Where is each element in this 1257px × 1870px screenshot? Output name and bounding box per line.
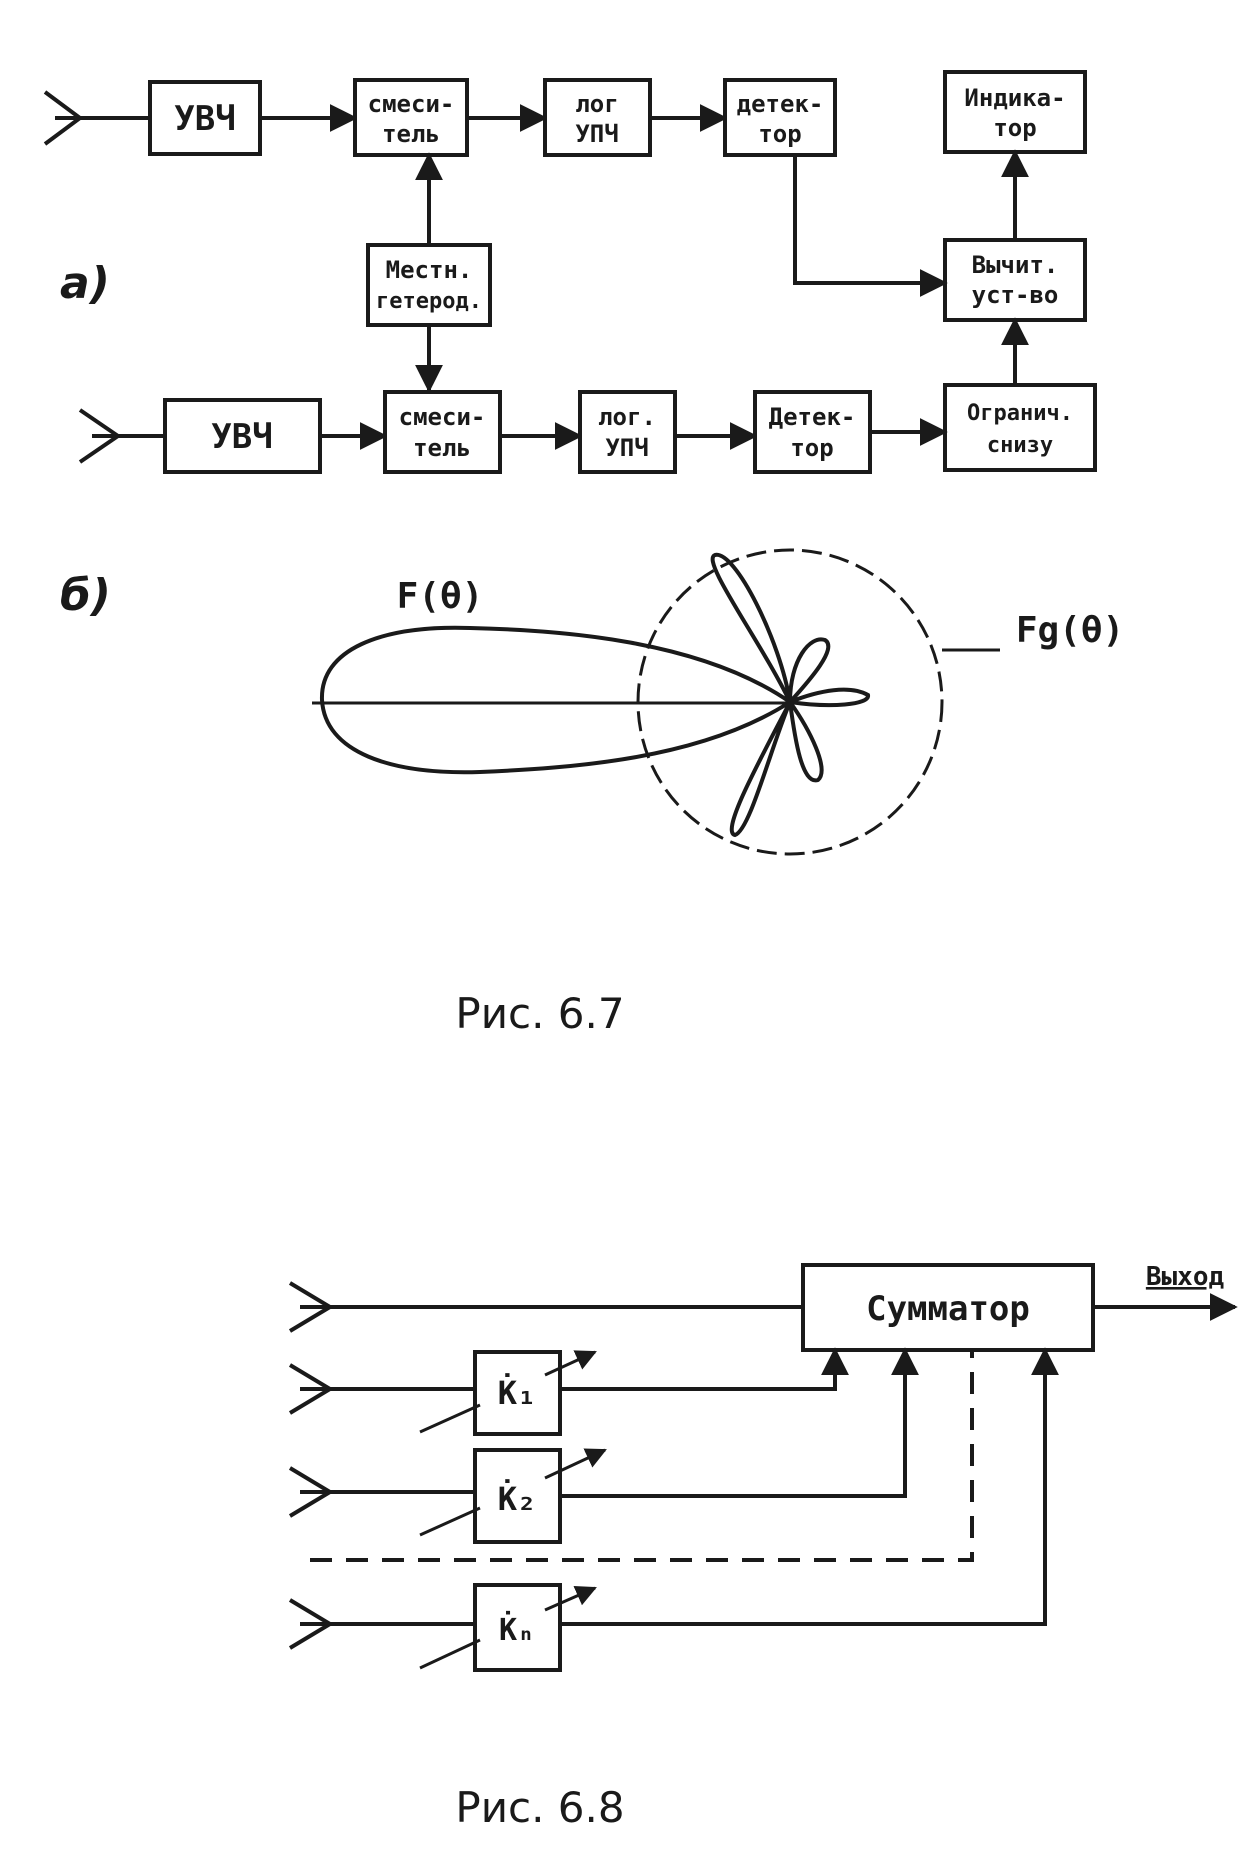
top-detector-block: детек- тор bbox=[723, 78, 837, 157]
top-mixer-line-1: смеси- bbox=[368, 90, 455, 118]
adjust-line bbox=[419, 1506, 481, 1537]
bottom-log-if-block: лог. УПЧ bbox=[578, 390, 677, 474]
bottom-mixer-line-1: смеси- bbox=[399, 403, 486, 431]
bottom-detector-line-2: тор bbox=[790, 434, 833, 462]
adjust-line bbox=[419, 1638, 481, 1670]
limiter-line-2: снизу bbox=[987, 433, 1053, 458]
top-log-if-line-1: лог bbox=[575, 90, 618, 118]
kn-label: K̇ₙ bbox=[499, 1611, 535, 1648]
limiter-block: Огранич. снизу bbox=[943, 383, 1097, 472]
bottom-rf-amp-label: УВЧ bbox=[211, 417, 272, 457]
top-mixer-line-2: тель bbox=[382, 120, 440, 148]
local-osc-line-1: Местн. bbox=[386, 256, 473, 284]
aux-pattern-label: Fg(θ) bbox=[1016, 610, 1124, 651]
indicator-line-1: Индика- bbox=[964, 84, 1065, 112]
figure-6-8: Сумматор Выход K̇₁ K̇₂ bbox=[288, 1262, 1238, 1832]
main-pattern-label: F(θ) bbox=[397, 576, 484, 617]
main-lobe-pattern bbox=[319, 625, 794, 775]
intermediate-channels-line bbox=[310, 1350, 974, 1562]
subtractor-line-2: уст-во bbox=[972, 281, 1059, 309]
figure-6-7-caption: Рис. 6.7 bbox=[455, 989, 624, 1038]
summator-label: Сумматор bbox=[866, 1289, 1030, 1329]
label-a: а) bbox=[60, 258, 110, 309]
antenna-icon bbox=[78, 408, 165, 464]
k1-block: K̇₁ bbox=[419, 1350, 597, 1436]
kn-block: K̇ₙ bbox=[419, 1583, 597, 1672]
k2-label: K̇₂ bbox=[498, 1479, 537, 1518]
top-detector-line-1: детек- bbox=[737, 90, 824, 118]
bottom-detector-line-1: Детек- bbox=[769, 403, 856, 431]
subtractor-block: Вычит. уст-во bbox=[943, 238, 1087, 322]
adjust-line bbox=[419, 1403, 481, 1434]
limiter-line-1: Огранич. bbox=[967, 401, 1073, 426]
adjust-arrow bbox=[544, 1448, 607, 1480]
top-rf-amp-label: УВЧ bbox=[174, 99, 235, 139]
adjust-arrow bbox=[544, 1350, 597, 1377]
bottom-log-if-line-1: лог. bbox=[598, 403, 656, 431]
local-oscillator-block: Местн. гетерод. bbox=[366, 243, 492, 327]
bottom-detector-block: Детек- тор bbox=[753, 390, 872, 474]
figure-6-7-b: б) F(θ) Fg(θ) Рис. 6.7 bbox=[60, 548, 1124, 1038]
adjust-arrow bbox=[544, 1586, 597, 1612]
local-osc-line-2: гетерод. bbox=[376, 289, 482, 314]
output-label: Выход bbox=[1146, 1262, 1224, 1292]
k1-label: K̇₁ bbox=[498, 1373, 537, 1412]
bottom-rf-amp-block: УВЧ bbox=[163, 398, 322, 474]
bottom-mixer-block: смеси- тель bbox=[383, 390, 502, 474]
side-lobes-pattern bbox=[710, 552, 870, 838]
antenna-icon bbox=[43, 90, 150, 146]
bottom-mixer-line-2: тель bbox=[413, 434, 471, 462]
k2-block: K̇₂ bbox=[419, 1448, 607, 1544]
indicator-line-2: тор bbox=[993, 114, 1036, 142]
top-detector-line-2: тор bbox=[758, 120, 801, 148]
top-mixer-block: смеси- тель bbox=[353, 78, 469, 157]
figure-6-8-caption: Рис. 6.8 bbox=[455, 1783, 624, 1832]
figure-6-7-a: а) УВЧ смеси- тель лог УПЧ детек- тор bbox=[43, 70, 1097, 474]
label-b: б) bbox=[60, 570, 111, 621]
auxiliary-pattern-circle bbox=[636, 548, 944, 856]
bottom-log-if-line-2: УПЧ bbox=[605, 434, 648, 462]
indicator-block: Индика- тор bbox=[943, 70, 1087, 154]
summator-block: Сумматор bbox=[801, 1263, 1095, 1352]
top-log-if-block: лог УПЧ bbox=[543, 78, 652, 157]
top-rf-amp-block: УВЧ bbox=[148, 80, 262, 156]
subtractor-line-1: Вычит. bbox=[972, 251, 1059, 279]
top-log-if-line-2: УПЧ bbox=[575, 120, 618, 148]
